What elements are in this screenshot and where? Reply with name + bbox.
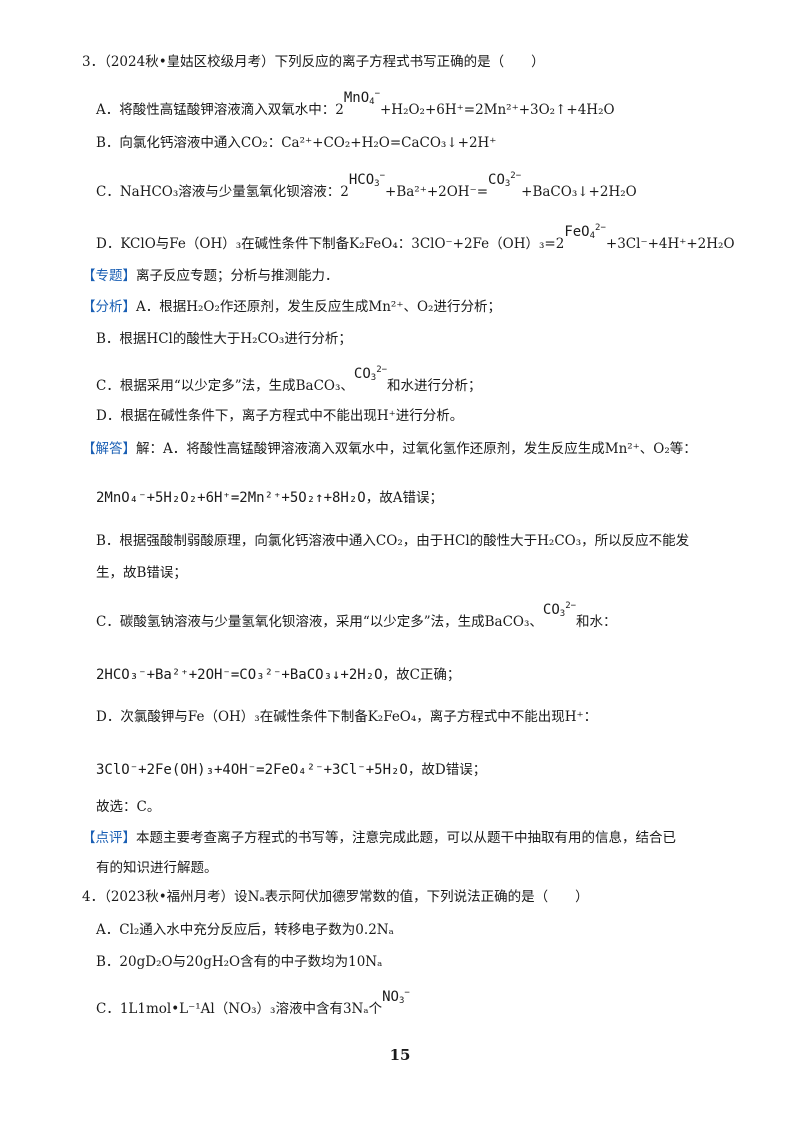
ion-co3-answer: CO32− bbox=[542, 601, 577, 619]
analysis-c: C．根据采用“以少定多”法，生成BaCO₃、CO32−和水进行分析； bbox=[96, 365, 482, 394]
ion-no3: NO3− bbox=[382, 988, 410, 1006]
q3-option-a: A．将酸性高锰酸钾溶液滴入双氧水中：2MnO4−+H₂O₂+6H⁺=2Mn²⁺+… bbox=[96, 89, 615, 118]
ion-feo4: FeO42− bbox=[564, 223, 606, 241]
equation-c: 2HCO₃⁻+Ba²⁺+2OH⁻=CO₃²⁻+BaCO₃↓+2H₂O，故C正确； bbox=[96, 667, 461, 683]
comment-tag: 【点评】 bbox=[82, 830, 136, 846]
ion-co3: CO32− bbox=[488, 171, 522, 189]
ion-mno4: MnO4− bbox=[343, 89, 380, 107]
answer-b-line1: B．根据强酸制弱酸原理，向氯化钙溶液中通入CO₂，由于HCl的酸性大于H₂CO₃… bbox=[96, 533, 690, 549]
q3-option-d: D．KClO与Fe（OH）₃在碱性条件下制备K₂FeO₄：3ClO⁻+2Fe（O… bbox=[96, 223, 735, 252]
answer-b-line2: 生，故B错误； bbox=[96, 565, 187, 581]
choose-line: 故选：C。 bbox=[96, 799, 161, 815]
q4-stem: 4．（2023秋•福州月考）设Nₐ表示阿伏加德罗常数的值，下列说法正确的是（ ） bbox=[82, 889, 589, 905]
topic-tag: 【专题】 bbox=[82, 268, 136, 284]
answer-d: D．次氯酸钾与Fe（OH）₃在碱性条件下制备K₂FeO₄，离子方程式中不能出现H… bbox=[96, 709, 598, 725]
q3-option-c: C．NaHCO₃溶液与少量氢氧化钡溶液：2HCO3−+Ba²⁺+2OH⁻=CO3… bbox=[96, 171, 637, 200]
answer-a: 【解答】解：A．将酸性高锰酸钾溶液滴入双氧水中，过氧化氢作还原剂，发生反应生成M… bbox=[82, 441, 697, 457]
answer-tag: 【解答】 bbox=[82, 441, 136, 457]
topic-line: 【专题】离子反应专题；分析与推测能力． bbox=[82, 268, 339, 284]
analysis-tag: 【分析】 bbox=[82, 299, 136, 315]
q3-option-b: B．向氯化钙溶液中通入CO₂：Ca²⁺+CO₂+H₂O=CaCO₃↓+2H⁺ bbox=[96, 135, 497, 151]
analysis-d: D．根据在碱性条件下，离子方程式中不能出现H⁺进行分析。 bbox=[96, 408, 464, 424]
analysis-b: B．根据HCl的酸性大于H₂CO₃进行分析； bbox=[96, 331, 352, 347]
q4-option-c: C．1L1mol•L⁻¹Al（NO₃）₃溶液中含有3Nₐ个NO3− bbox=[96, 988, 410, 1017]
answer-c: C．碳酸氢钠溶液与少量氢氧化钡溶液，采用“以少定多”法，生成BaCO₃、CO32… bbox=[96, 601, 617, 630]
q4-option-a: A．Cl₂通入水中充分反应后，转移电子数为0.2Nₐ bbox=[96, 922, 394, 938]
comment-line2: 有的知识进行解题。 bbox=[96, 860, 218, 876]
analysis-a: 【分析】A．根据H₂O₂作还原剂，发生反应生成Mn²⁺、O₂进行分析； bbox=[82, 299, 501, 315]
ion-hco3: HCO3− bbox=[348, 171, 386, 189]
q3-stem: 3．（2024秋•皇姑区校级月考）下列反应的离子方程式书写正确的是（ ） bbox=[82, 54, 545, 70]
page-number: 15 bbox=[389, 1046, 411, 1064]
equation-a: 2MnO₄⁻+5H₂O₂+6H⁺=2Mn²⁺+5O₂↑+8H₂O，故A错误； bbox=[96, 490, 443, 506]
equation-d: 3ClO⁻+2Fe(OH)₃+4OH⁻=2FeO₄²⁻+3Cl⁻+5H₂O，故D… bbox=[96, 762, 487, 778]
comment-line1: 【点评】本题主要考查离子方程式的书写等，注意完成此题，可以从题干中抽取有用的信息… bbox=[82, 830, 676, 846]
ion-co3-analysis: CO32− bbox=[353, 365, 388, 383]
q4-option-b: B．20gD₂O与20gH₂O含有的中子数均为10Nₐ bbox=[96, 954, 383, 970]
